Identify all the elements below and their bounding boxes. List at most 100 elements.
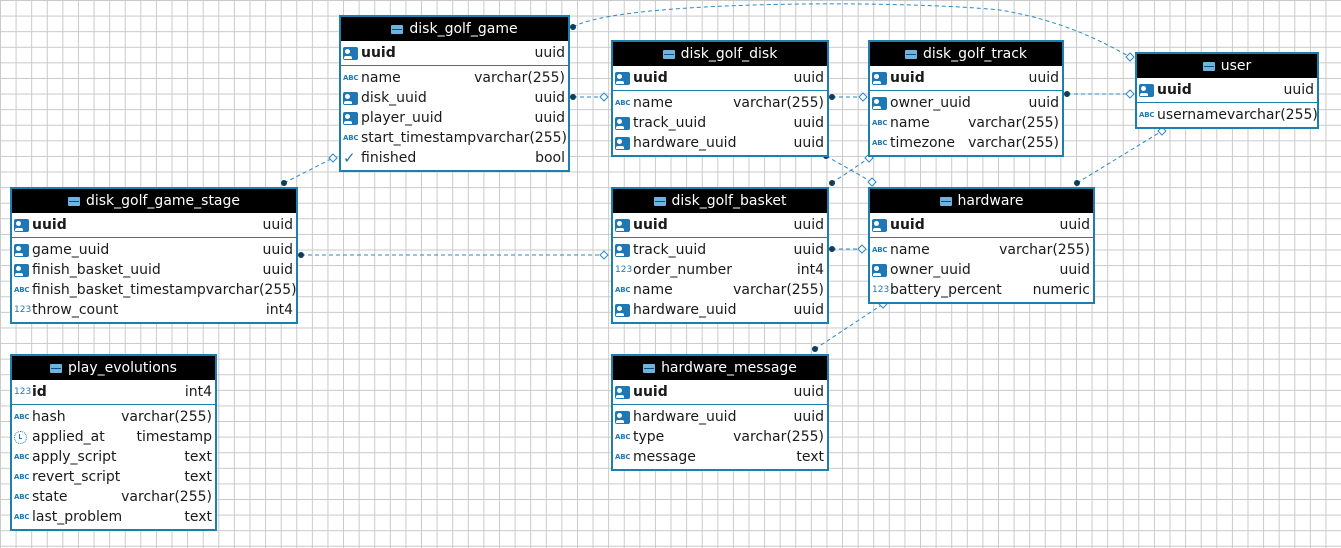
column-type: varchar(255) (474, 70, 565, 86)
column-type: varchar(255) (476, 130, 567, 146)
entity-title: disk_golf_basket (671, 193, 787, 209)
column-name: uuid (890, 217, 925, 233)
entity-header[interactable]: hardware_message (613, 356, 827, 380)
column-name: start_timestamp (361, 130, 477, 146)
entity-header[interactable]: disk_golf_disk (613, 42, 827, 66)
column-name: state (32, 489, 68, 505)
key-icon (14, 243, 29, 257)
entity-title: user (1220, 58, 1252, 74)
column-row[interactable]: uuid uuid (870, 215, 1093, 235)
relationship-line[interactable] (825, 155, 873, 183)
column-name: uuid (633, 217, 668, 233)
column-type: uuid (262, 262, 293, 278)
table-icon (67, 196, 80, 206)
column-type: uuid (793, 70, 824, 86)
table-icon (50, 363, 62, 373)
column-type: uuid (1059, 217, 1090, 233)
relationship-line[interactable] (283, 157, 334, 184)
entity-header[interactable]: hardware (870, 189, 1093, 213)
entity-header[interactable]: disk_golf_basket (613, 189, 827, 213)
column-type: uuid (793, 409, 824, 425)
column-type: text (184, 449, 212, 465)
relationship-line[interactable] (1076, 130, 1163, 184)
relationship-line[interactable] (831, 157, 870, 184)
text-type-icon: ABC (14, 413, 30, 421)
column-type: varchar(255) (1227, 107, 1318, 123)
relationship-source-dot (1074, 180, 1080, 186)
key-icon (615, 218, 630, 232)
column-name: game_uuid (32, 242, 110, 258)
entity-header[interactable]: user (1137, 54, 1317, 78)
entity-header[interactable]: disk_golf_track (870, 42, 1062, 66)
column-type: uuid (534, 90, 565, 106)
entity-header[interactable]: disk_golf_game_stage (12, 189, 296, 213)
column-type: uuid (793, 384, 824, 400)
column-name: order_number (633, 262, 732, 278)
column-name: name (633, 282, 673, 298)
relationship-source-dot (829, 180, 835, 186)
relationship-target-diamond (1125, 89, 1135, 99)
text-type-icon: ABC (1139, 111, 1155, 119)
text-type-icon: ABC (343, 134, 359, 142)
entity-header[interactable]: play_evolutions (12, 356, 215, 380)
column-name: uuid (361, 45, 396, 61)
entity-title: disk_golf_game (409, 21, 518, 37)
entity-header[interactable]: disk_golf_game (341, 17, 568, 41)
column-type: text (184, 509, 212, 525)
key-icon (615, 410, 630, 424)
